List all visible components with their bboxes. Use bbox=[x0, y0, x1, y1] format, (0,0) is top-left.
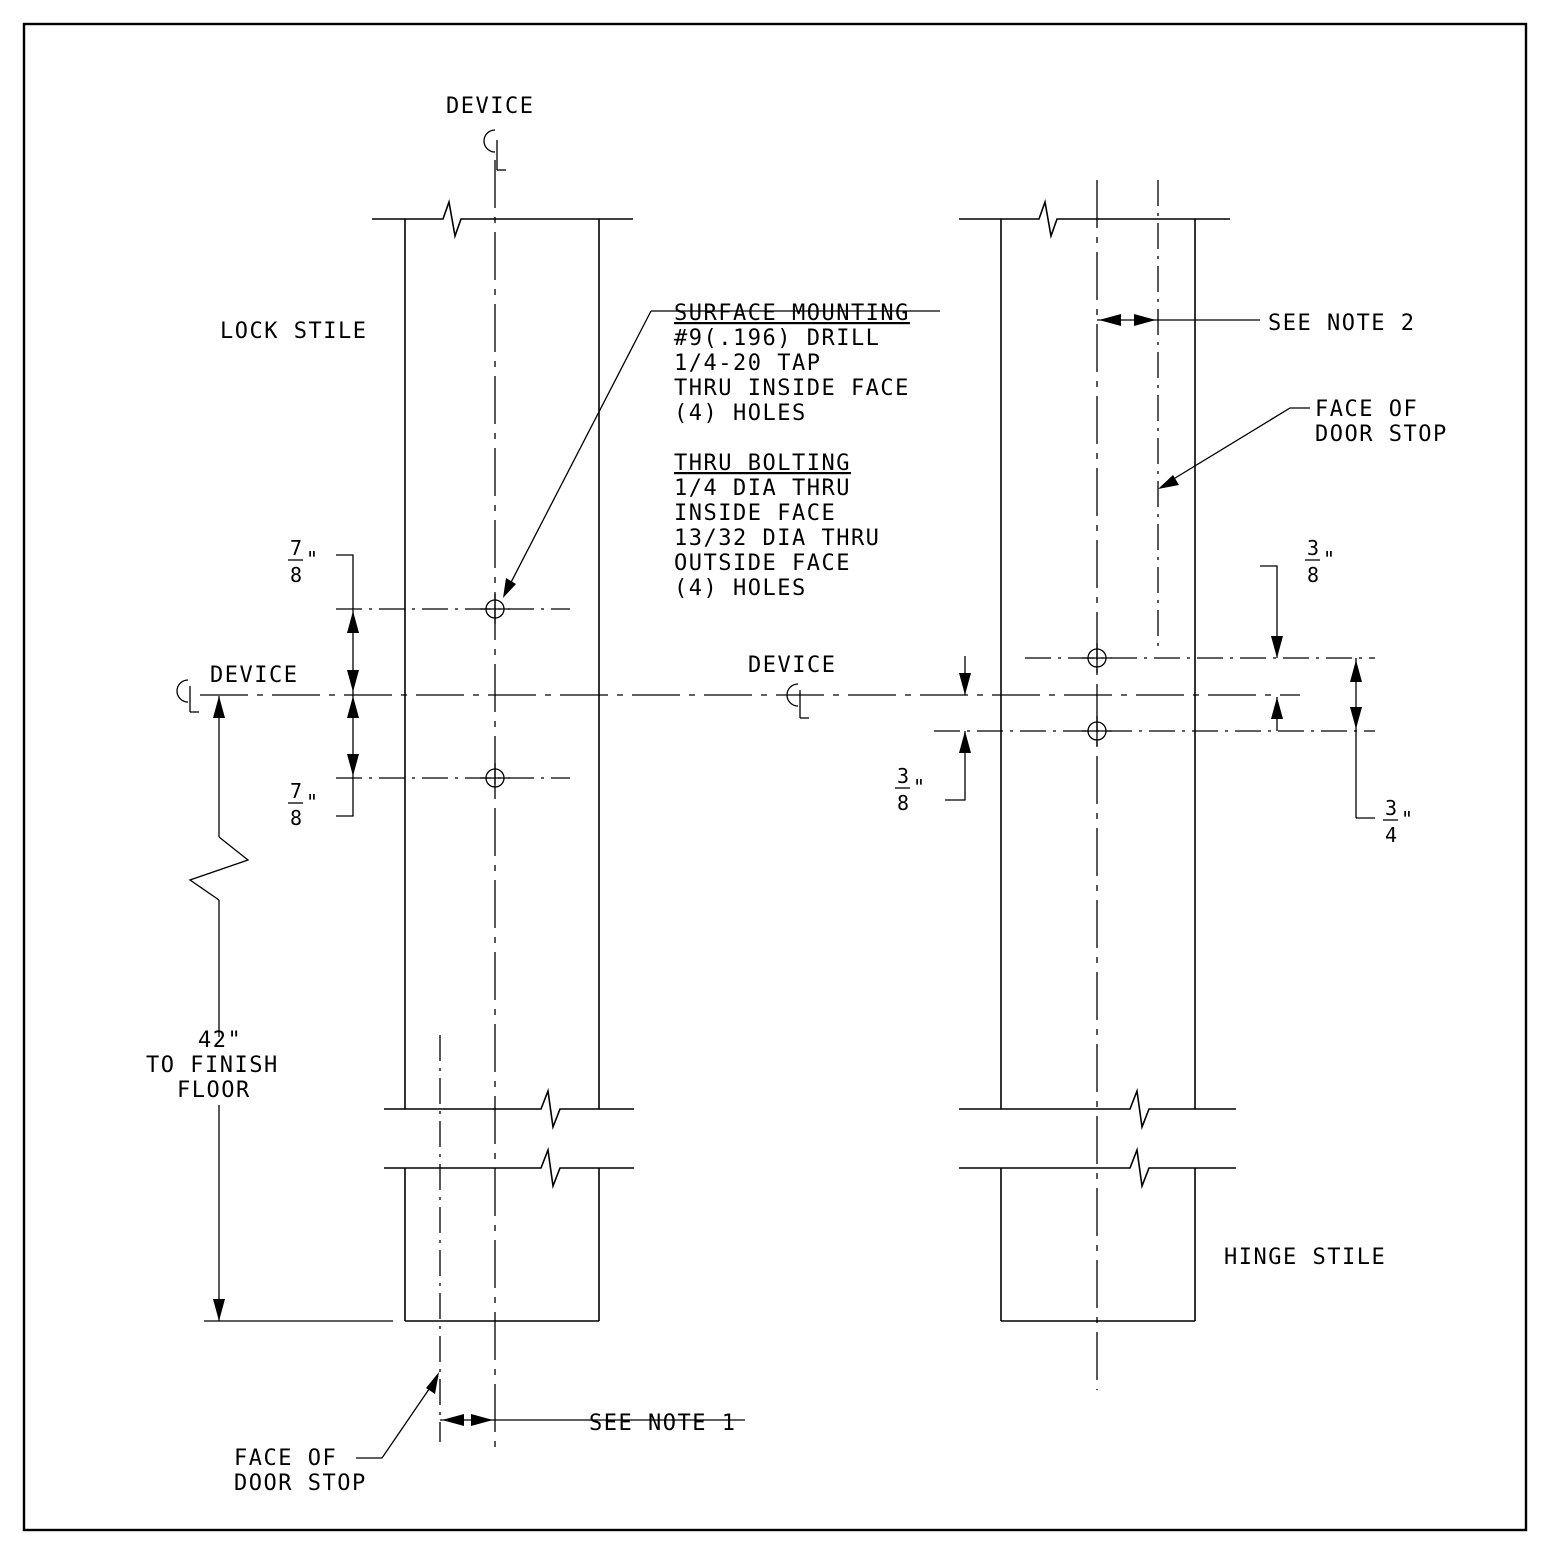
lock-stile-view bbox=[188, 160, 940, 1459]
device-label-left: DEVICE bbox=[210, 663, 298, 688]
see-note-1-label: SEE NOTE 1 bbox=[589, 1411, 736, 1436]
thru-note-line-2: INSIDE FACE bbox=[674, 501, 836, 526]
svg-text:": " bbox=[1323, 547, 1335, 571]
floor-dim-line-2: TO FINISH bbox=[146, 1053, 279, 1078]
mid-break-line-right-1 bbox=[959, 1087, 1236, 1131]
lock-stile-label: LOCK STILE bbox=[220, 319, 367, 344]
device-label-mid: DEVICE bbox=[748, 653, 836, 678]
face-of-door-stop-right-1: FACE OF bbox=[1315, 397, 1418, 422]
hole-lower-left bbox=[480, 763, 510, 793]
surface-mounting-leader bbox=[504, 310, 652, 595]
surface-note-line-2: 1/4-20 TAP bbox=[674, 351, 821, 376]
centerline-symbol-top bbox=[483, 129, 506, 171]
svg-text:": " bbox=[306, 547, 318, 571]
centerline-symbol-mid bbox=[786, 683, 809, 719]
svg-text:8: 8 bbox=[1307, 563, 1319, 587]
mid-break-line-right-2 bbox=[959, 1146, 1236, 1190]
surface-mounting-heading: SURFACE MOUNTING bbox=[674, 301, 910, 326]
centerline-symbol-left bbox=[176, 679, 199, 713]
surface-note-line-4: (4) HOLES bbox=[674, 401, 807, 426]
hinge-stile-view bbox=[934, 180, 1375, 1390]
fraction-3-4: 3 4 " bbox=[1383, 796, 1413, 847]
thru-bolting-heading: THRU BOLTING bbox=[674, 451, 851, 476]
svg-text:8: 8 bbox=[290, 563, 302, 587]
fraction-7-8-lower: 7 8 " bbox=[288, 779, 318, 830]
hole-upper-right bbox=[1082, 643, 1112, 673]
svg-text:8: 8 bbox=[897, 791, 909, 815]
hinge-stile-label: HINGE STILE bbox=[1224, 1245, 1386, 1270]
thru-note-line-1: 1/4 DIA THRU bbox=[674, 476, 851, 501]
svg-text:": " bbox=[306, 790, 318, 814]
see-note-2-label: SEE NOTE 2 bbox=[1268, 311, 1415, 336]
mid-break-line-1 bbox=[384, 1087, 634, 1131]
svg-text:8: 8 bbox=[290, 806, 302, 830]
face-of-door-stop-left-2: DOOR STOP bbox=[234, 1471, 367, 1496]
svg-text:7: 7 bbox=[290, 779, 302, 803]
svg-text:": " bbox=[1401, 807, 1413, 831]
top-break-line-right bbox=[959, 198, 1230, 240]
hole-lower-right bbox=[1082, 716, 1112, 746]
thru-note-line-4: OUTSIDE FACE bbox=[674, 551, 851, 576]
face-of-door-stop-right-2: DOOR STOP bbox=[1315, 422, 1448, 447]
floor-dim-line-1: 42" bbox=[198, 1028, 242, 1053]
surface-note-line-3: THRU INSIDE FACE bbox=[674, 376, 910, 401]
svg-text:4: 4 bbox=[1385, 823, 1397, 847]
svg-text:3: 3 bbox=[1307, 536, 1319, 560]
sheet-border bbox=[22, 22, 1528, 1532]
hole-upper-left bbox=[480, 594, 510, 624]
top-break-line-left bbox=[372, 198, 633, 240]
device-label-top: DEVICE bbox=[446, 94, 534, 119]
fraction-3-8-lower: 3 8 " bbox=[895, 764, 925, 815]
floor-dim-line-3: FLOOR bbox=[177, 1078, 251, 1103]
face-of-door-stop-left-1: FACE OF bbox=[234, 1446, 337, 1471]
thru-note-line-3: 13/32 DIA THRU bbox=[674, 526, 880, 551]
svg-text:": " bbox=[913, 775, 925, 799]
mid-break-line-2 bbox=[384, 1146, 634, 1190]
svg-text:7: 7 bbox=[290, 536, 302, 560]
thru-note-line-5: (4) HOLES bbox=[674, 576, 807, 601]
svg-text:3: 3 bbox=[1385, 796, 1397, 820]
surface-note-line-1: #9(.196) DRILL bbox=[674, 326, 880, 351]
svg-text:3: 3 bbox=[897, 764, 909, 788]
fraction-3-8-upper: 3 8 " bbox=[1305, 536, 1335, 587]
fraction-7-8-upper: 7 8 " bbox=[288, 536, 318, 587]
